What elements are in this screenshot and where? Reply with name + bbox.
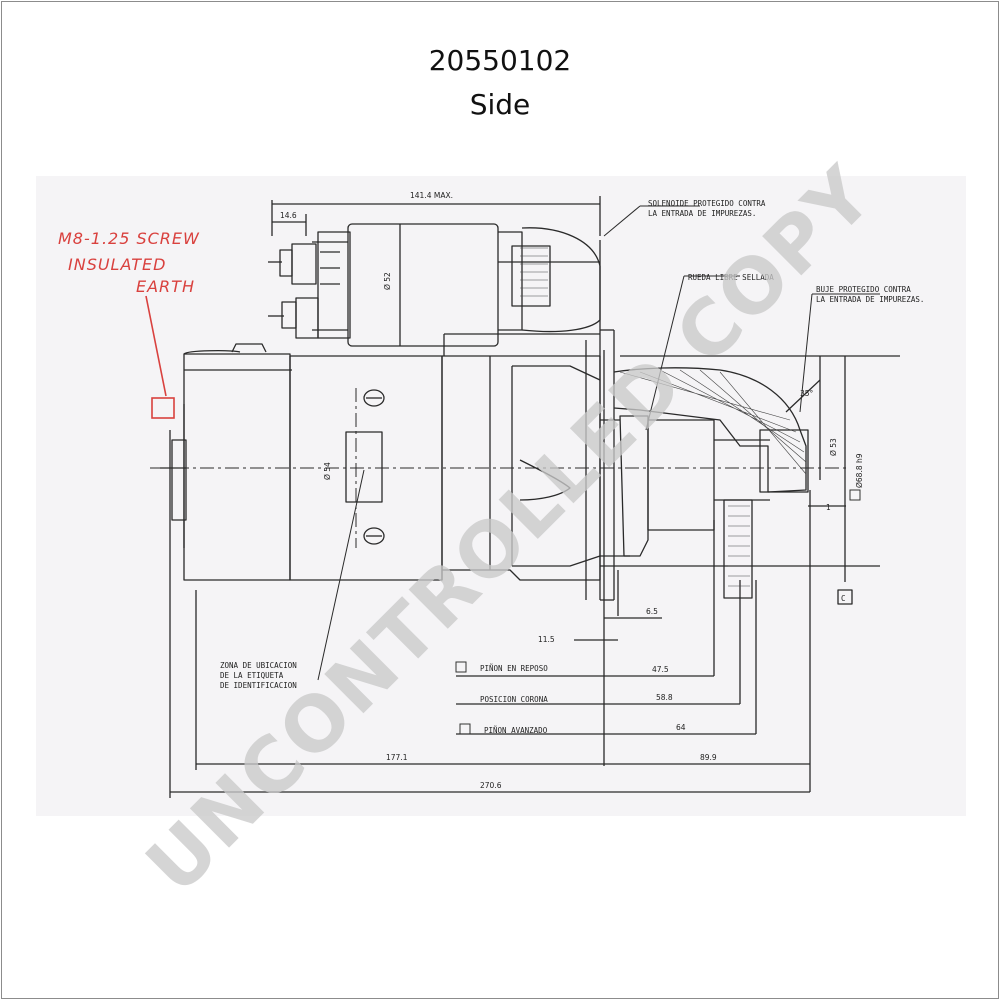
note-pinion-rest: PIÑON EN REPOSO	[480, 664, 548, 673]
drawing-sheet	[36, 176, 966, 816]
bottom-dimension-lines	[169, 350, 811, 798]
dim-58-8: 58.8	[656, 693, 673, 702]
dim-6-5: 6.5	[646, 607, 658, 616]
dim-89-9: 89.9	[700, 753, 717, 762]
centerlines	[150, 388, 850, 548]
part-number-title: 20550102	[428, 44, 572, 77]
note-crown-position: POSICION CORONA	[480, 695, 548, 704]
note-pinion-advanced: PIÑON AVANZADO	[484, 726, 548, 735]
view-subtitle: Side	[469, 88, 531, 121]
dim-64: 64	[676, 723, 686, 732]
handwritten-line-1: M8-1.25 SCREW	[58, 229, 200, 248]
handwritten-line-3: EARTH	[136, 277, 195, 296]
handwritten-annotation: M8-1.25 SCREW INSULATED EARTH	[58, 229, 200, 419]
leader-lines	[317, 205, 880, 681]
note-label-zone-line3: DE IDENTIFICACION	[220, 681, 297, 690]
dim-47-5: 47.5	[652, 665, 669, 674]
dim-overall-max: 141.4 MAX.	[410, 191, 453, 200]
dim-dia-54: Ø 54	[323, 462, 332, 480]
hatching	[520, 247, 807, 587]
note-bushing-line2: LA ENTRADA DE IMPUREZAS.	[816, 295, 924, 304]
handwritten-line-2: INSULATED	[68, 255, 166, 274]
dim-270-6: 270.6	[480, 781, 502, 790]
note-solenoid-line2: LA ENTRADA DE IMPUREZAS.	[648, 209, 756, 218]
dim-14-6: 14.6	[280, 211, 297, 220]
note-symbols	[455, 489, 861, 735]
note-bushing-line1: BUJE PROTEGIDO CONTRA	[816, 285, 911, 294]
dim-angle: 35°	[800, 389, 814, 398]
note-label-zone-line2: DE LA ETIQUETA	[220, 671, 284, 680]
top-dimension-lines	[271, 196, 601, 236]
note-label-zone-line1: ZONA DE UBICACION	[220, 661, 297, 670]
motor-housing	[160, 240, 615, 601]
drive-end	[600, 367, 809, 599]
datum-c-label: C	[841, 594, 846, 603]
label-zone	[345, 389, 385, 545]
note-solenoid-line1: SOLENOIDE PROTEGIDO CONTRA	[648, 199, 766, 208]
solenoid-body	[268, 223, 601, 347]
annotation-arrow	[145, 295, 175, 419]
uncontrolled-copy-watermark: UNCONTROLLED COPY	[129, 149, 890, 910]
dim-177-1: 177.1	[386, 753, 408, 762]
dim-dia-53: Ø 53	[829, 438, 838, 456]
dim-dia-52: Ø 52	[383, 272, 392, 290]
dim-one: 1	[826, 503, 831, 512]
dim-11-5: 11.5	[538, 635, 555, 644]
dim-dia-68-8: Ø68.8 h9	[855, 453, 864, 488]
note-freewheel: RUEDA LIBRE SELLADA	[688, 273, 774, 282]
